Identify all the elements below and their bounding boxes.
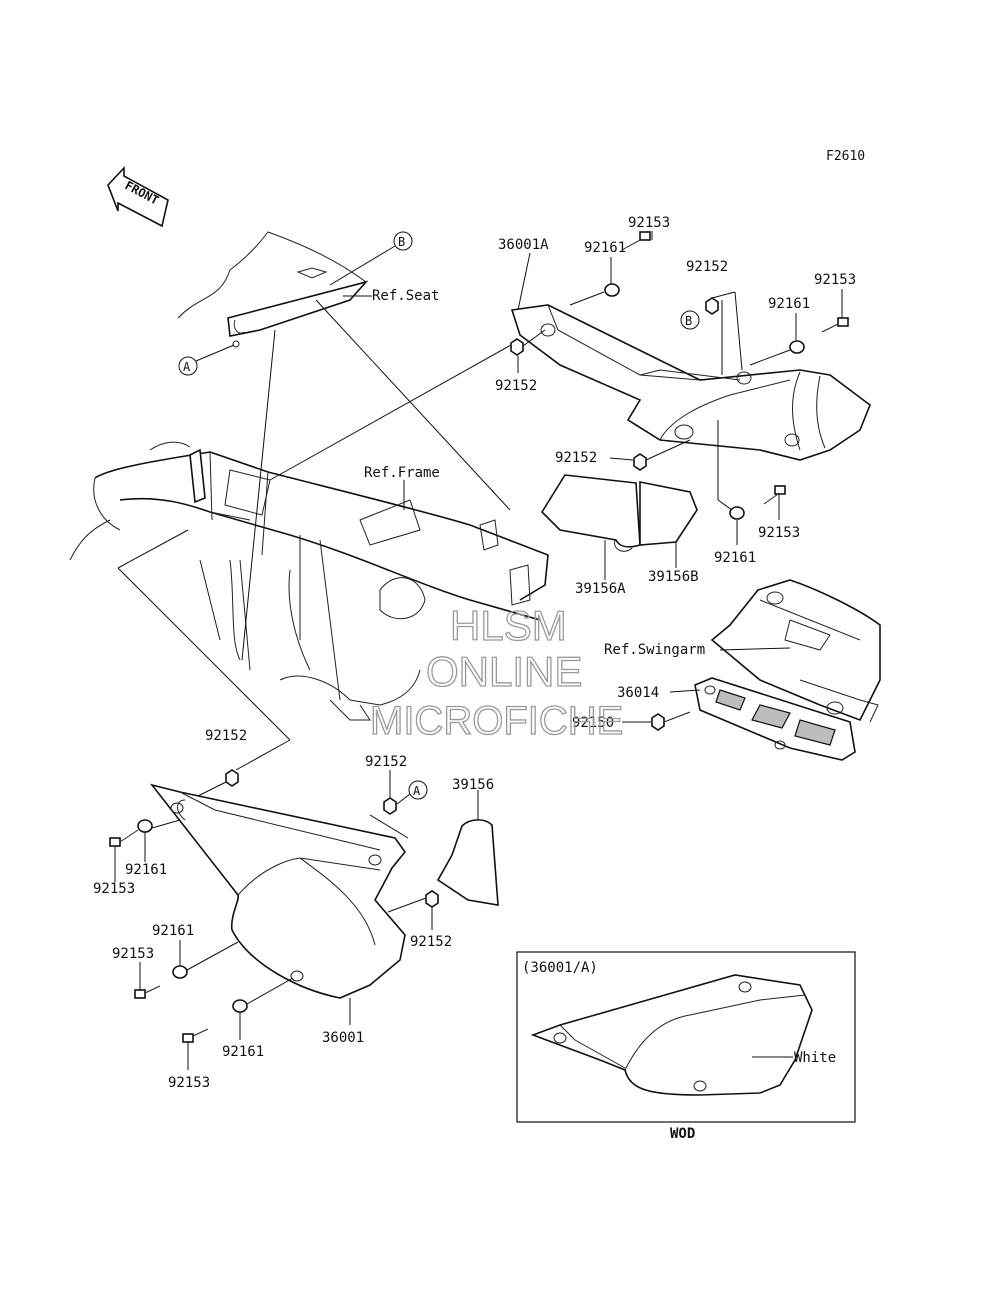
bolt-icon [109, 829, 139, 847]
swingarm-reference-drawing [710, 579, 881, 723]
grommet-icon [232, 999, 248, 1013]
svg-text:B: B [398, 235, 405, 249]
svg-text:A: A [413, 784, 421, 798]
bolt-icon [821, 317, 849, 333]
label-92161-d: 92161 [125, 862, 167, 878]
nut-icon [425, 890, 439, 908]
bolt-icon [134, 985, 161, 999]
label-92153-d: 92153 [93, 881, 135, 897]
label-92153-c: 92153 [758, 525, 800, 541]
side-cover-left-36001 [149, 783, 407, 999]
side-cover-sticker-39156 [436, 819, 499, 906]
label-36001: 36001 [322, 1030, 364, 1046]
nut-icon [633, 453, 647, 471]
label-92152-e: 92152 [365, 754, 407, 770]
inset-title: (36001/A) [522, 960, 598, 976]
watermark: HLSM ONLINE MICROFICHE [369, 601, 624, 743]
bolt-icon [621, 231, 651, 251]
ref-seat-label: Ref.Seat [372, 288, 439, 304]
label-92161-a: 92161 [584, 240, 626, 256]
grommet-icon [789, 340, 805, 354]
label-92152-c: 92152 [555, 450, 597, 466]
nut-icon [225, 769, 239, 787]
front-arrow-icon: FRONT [107, 165, 169, 228]
side-cover-sticker-39156b [639, 481, 698, 546]
label-92150: 92150 [572, 715, 614, 731]
label-92153-b: 92153 [814, 272, 856, 288]
bolt-icon [763, 485, 786, 505]
diagram-code: F2610 [826, 149, 865, 164]
label-92153-a: 92153 [628, 215, 670, 231]
label-39156a: 39156A [575, 581, 626, 597]
bolt-icon [182, 1028, 209, 1043]
side-cover-sticker-39156a [540, 474, 641, 552]
label-92161-f: 92161 [222, 1044, 264, 1060]
chain-guard-36014 [694, 677, 856, 761]
label-36014: 36014 [617, 685, 659, 701]
label-39156b: 39156B [648, 569, 699, 585]
label-36001a: 36001A [498, 237, 549, 253]
callout-b-seat: B [329, 231, 413, 286]
svg-text:ONLINE: ONLINE [426, 648, 582, 695]
svg-text:A: A [183, 360, 191, 374]
label-92161-e: 92161 [152, 923, 194, 939]
label-92152-f: 92152 [410, 934, 452, 950]
label-92152-a: 92152 [686, 259, 728, 275]
label-92161-b: 92161 [768, 296, 810, 312]
frame-reference-drawing [69, 441, 549, 721]
grommet-icon [729, 506, 745, 520]
label-92161-c: 92161 [714, 550, 756, 566]
inset-wod: (36001/A) White [516, 951, 856, 1123]
nut-icon [383, 797, 397, 815]
grommet-icon [137, 819, 153, 833]
svg-text:B: B [685, 314, 692, 328]
inset-variant-label: WOD [670, 1126, 695, 1142]
svg-text:MICROFICHE: MICROFICHE [370, 699, 623, 743]
bolt-icon [651, 711, 691, 731]
nut-icon [510, 338, 524, 356]
svg-text:HLSM: HLSM [450, 602, 567, 649]
grommet-icon [604, 283, 620, 297]
callout-a-cover: A [396, 780, 428, 805]
label-92152-d: 92152 [205, 728, 247, 744]
seat-reference-drawing [177, 231, 369, 348]
label-92153-e: 92153 [112, 946, 154, 962]
callout-a-seat: A [178, 344, 235, 376]
label-39156: 39156 [452, 777, 494, 793]
label-92153-f: 92153 [168, 1075, 210, 1091]
side-cover-right-36001a [510, 304, 871, 461]
ref-swingarm-label: Ref.Swingarm [604, 642, 705, 658]
inset-color-note: White [794, 1050, 836, 1066]
grommet-icon [172, 965, 188, 979]
label-92152-b: 92152 [495, 378, 537, 394]
callout-b-cover: B [680, 310, 700, 330]
ref-frame-label: Ref.Frame [364, 465, 440, 481]
nut-icon [705, 297, 719, 315]
